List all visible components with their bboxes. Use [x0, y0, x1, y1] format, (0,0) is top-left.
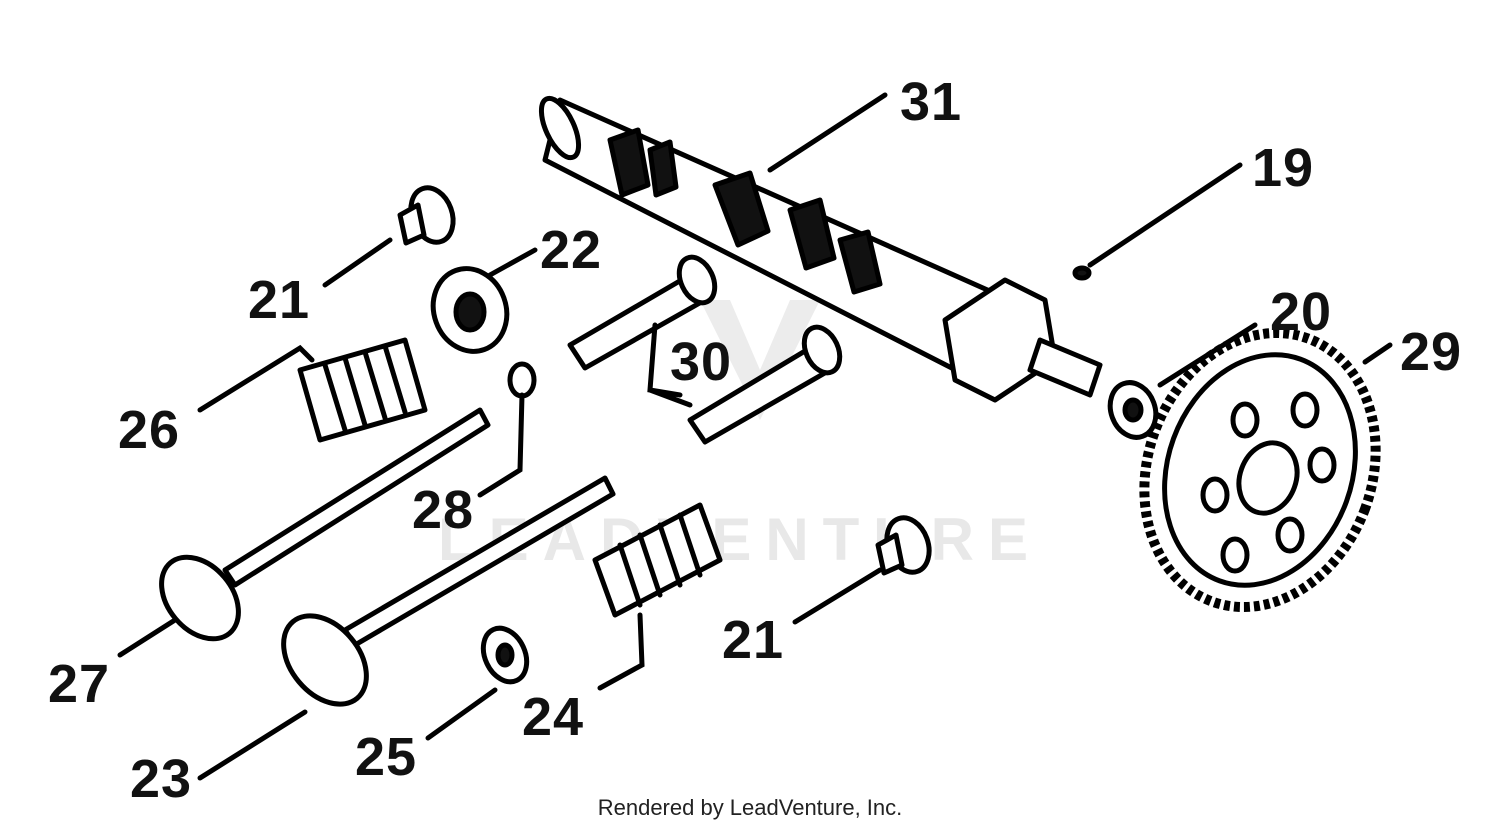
- rendered-by-footer: Rendered by LeadVenture, Inc.: [598, 795, 903, 820]
- label-20: 20: [1270, 282, 1332, 342]
- cam-gear: [1139, 327, 1381, 613]
- label-26: 26: [118, 400, 180, 460]
- valve-spring-upper: [297, 337, 428, 443]
- woodruff-key: [1072, 265, 1092, 281]
- label-25: 25: [355, 727, 417, 787]
- valve-cap-lower: [875, 515, 932, 576]
- label-22: 22: [540, 220, 602, 280]
- label-27: 27: [48, 654, 110, 714]
- valve-spring-lower: [592, 502, 723, 618]
- valve-washer: [480, 625, 530, 685]
- label-29: 29: [1400, 322, 1462, 382]
- valve-retainer: [430, 266, 510, 354]
- label-21-upper: 21: [248, 270, 310, 330]
- exhaust-valve: [159, 407, 491, 642]
- valve-tappets: [567, 254, 843, 445]
- valve-cap-upper: [397, 185, 456, 246]
- label-21-lower: 21: [722, 610, 784, 670]
- label-28: 28: [412, 480, 474, 540]
- valve-key: [507, 361, 537, 399]
- label-23: 23: [130, 749, 192, 809]
- leader-lines: [117, 92, 1393, 781]
- label-24: 24: [522, 687, 584, 747]
- label-19: 19: [1252, 138, 1314, 198]
- camshaft: [538, 95, 1103, 403]
- nut: [1107, 380, 1159, 440]
- part-labels: 31 19 22 21 20 29 30 26 28 27 21 24 23 2…: [48, 72, 1462, 809]
- intake-valve: [281, 475, 616, 707]
- label-31: 31: [900, 72, 962, 132]
- label-30: 30: [670, 332, 732, 392]
